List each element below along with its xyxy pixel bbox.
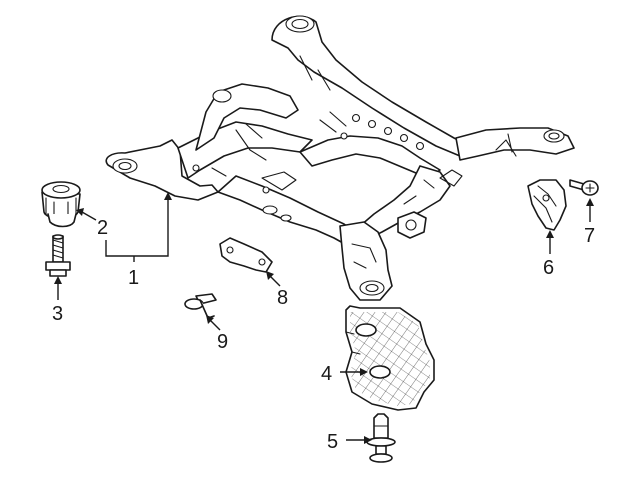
callout-9: 9: [217, 331, 228, 353]
screw-part-7[interactable]: [569, 179, 599, 196]
clip-part-9[interactable]: [184, 293, 217, 319]
leader-lines: [54, 192, 594, 444]
callout-4: 4: [321, 363, 332, 385]
shield-part[interactable]: [345, 305, 435, 411]
callout-3: 3: [52, 303, 63, 325]
callout-6: 6: [543, 257, 554, 279]
callout-1: 1: [128, 267, 139, 289]
clip-part-5[interactable]: [366, 413, 396, 463]
bracket-part-6[interactable]: [527, 179, 567, 231]
callout-5: 5: [327, 431, 338, 453]
bushing-part[interactable]: [41, 181, 81, 228]
callout-7: 7: [584, 225, 595, 247]
bolt-part-3[interactable]: [45, 234, 71, 277]
callout-2: 2: [97, 217, 108, 239]
callout-8: 8: [277, 287, 288, 309]
subframe-part[interactable]: [105, 15, 575, 301]
bracket-part-8[interactable]: [219, 237, 273, 273]
